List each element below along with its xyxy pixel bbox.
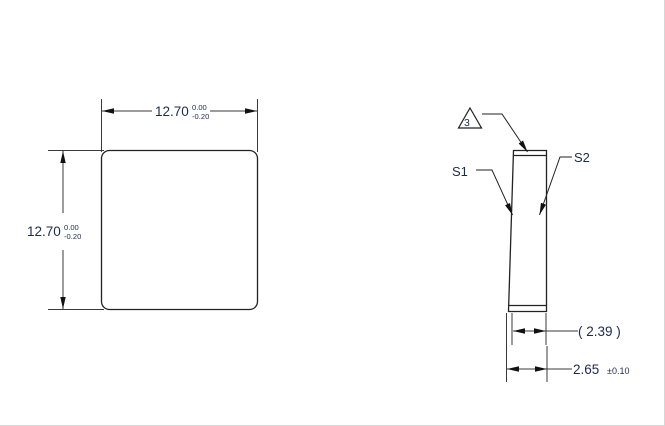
surface-2-label-group: S2 [539, 150, 590, 216]
reference-dimension-group: ( 2.39 ) [511, 313, 621, 345]
surface-1-label: S1 [452, 164, 468, 179]
height-tolerance-upper: 0.00 [64, 223, 79, 232]
reference-dimension-value: ( 2.39 ) [578, 324, 621, 339]
surface-2-leader-line [539, 156, 572, 216]
width-dimension-group: 12.70 0.00 -0.20 [101, 99, 258, 152]
width-tolerance-upper: 0.00 [192, 103, 207, 112]
width-tolerance-lower: -0.20 [192, 112, 209, 121]
height-dimension-group: 12.70 0.00 -0.20 [27, 150, 104, 310]
square-plate-outline [100, 149, 259, 311]
width-dimension-value: 12.70 [155, 104, 189, 119]
height-tolerance-lower: -0.20 [64, 232, 81, 241]
front-view-group [100, 149, 259, 311]
wedge-body-outline [507, 149, 548, 313]
thickness-dimension-group: 2.65 ±0.10 [506, 313, 629, 382]
thickness-dimension-tolerance: ±0.10 [607, 366, 629, 376]
surface-1-label-group: S1 [452, 164, 513, 216]
surface-1-leader-line [476, 169, 513, 216]
thickness-dimension-value: 2.65 [573, 362, 599, 377]
flag-note-number: 3 [464, 117, 470, 129]
flag-note-triangle-icon [457, 106, 483, 129]
flag-note-group: 3 [457, 106, 528, 153]
surface-2-label: S2 [574, 150, 590, 165]
height-dimension-value: 12.70 [27, 224, 61, 239]
side-view-group [507, 149, 548, 313]
flag-note-leader-line [482, 113, 528, 153]
